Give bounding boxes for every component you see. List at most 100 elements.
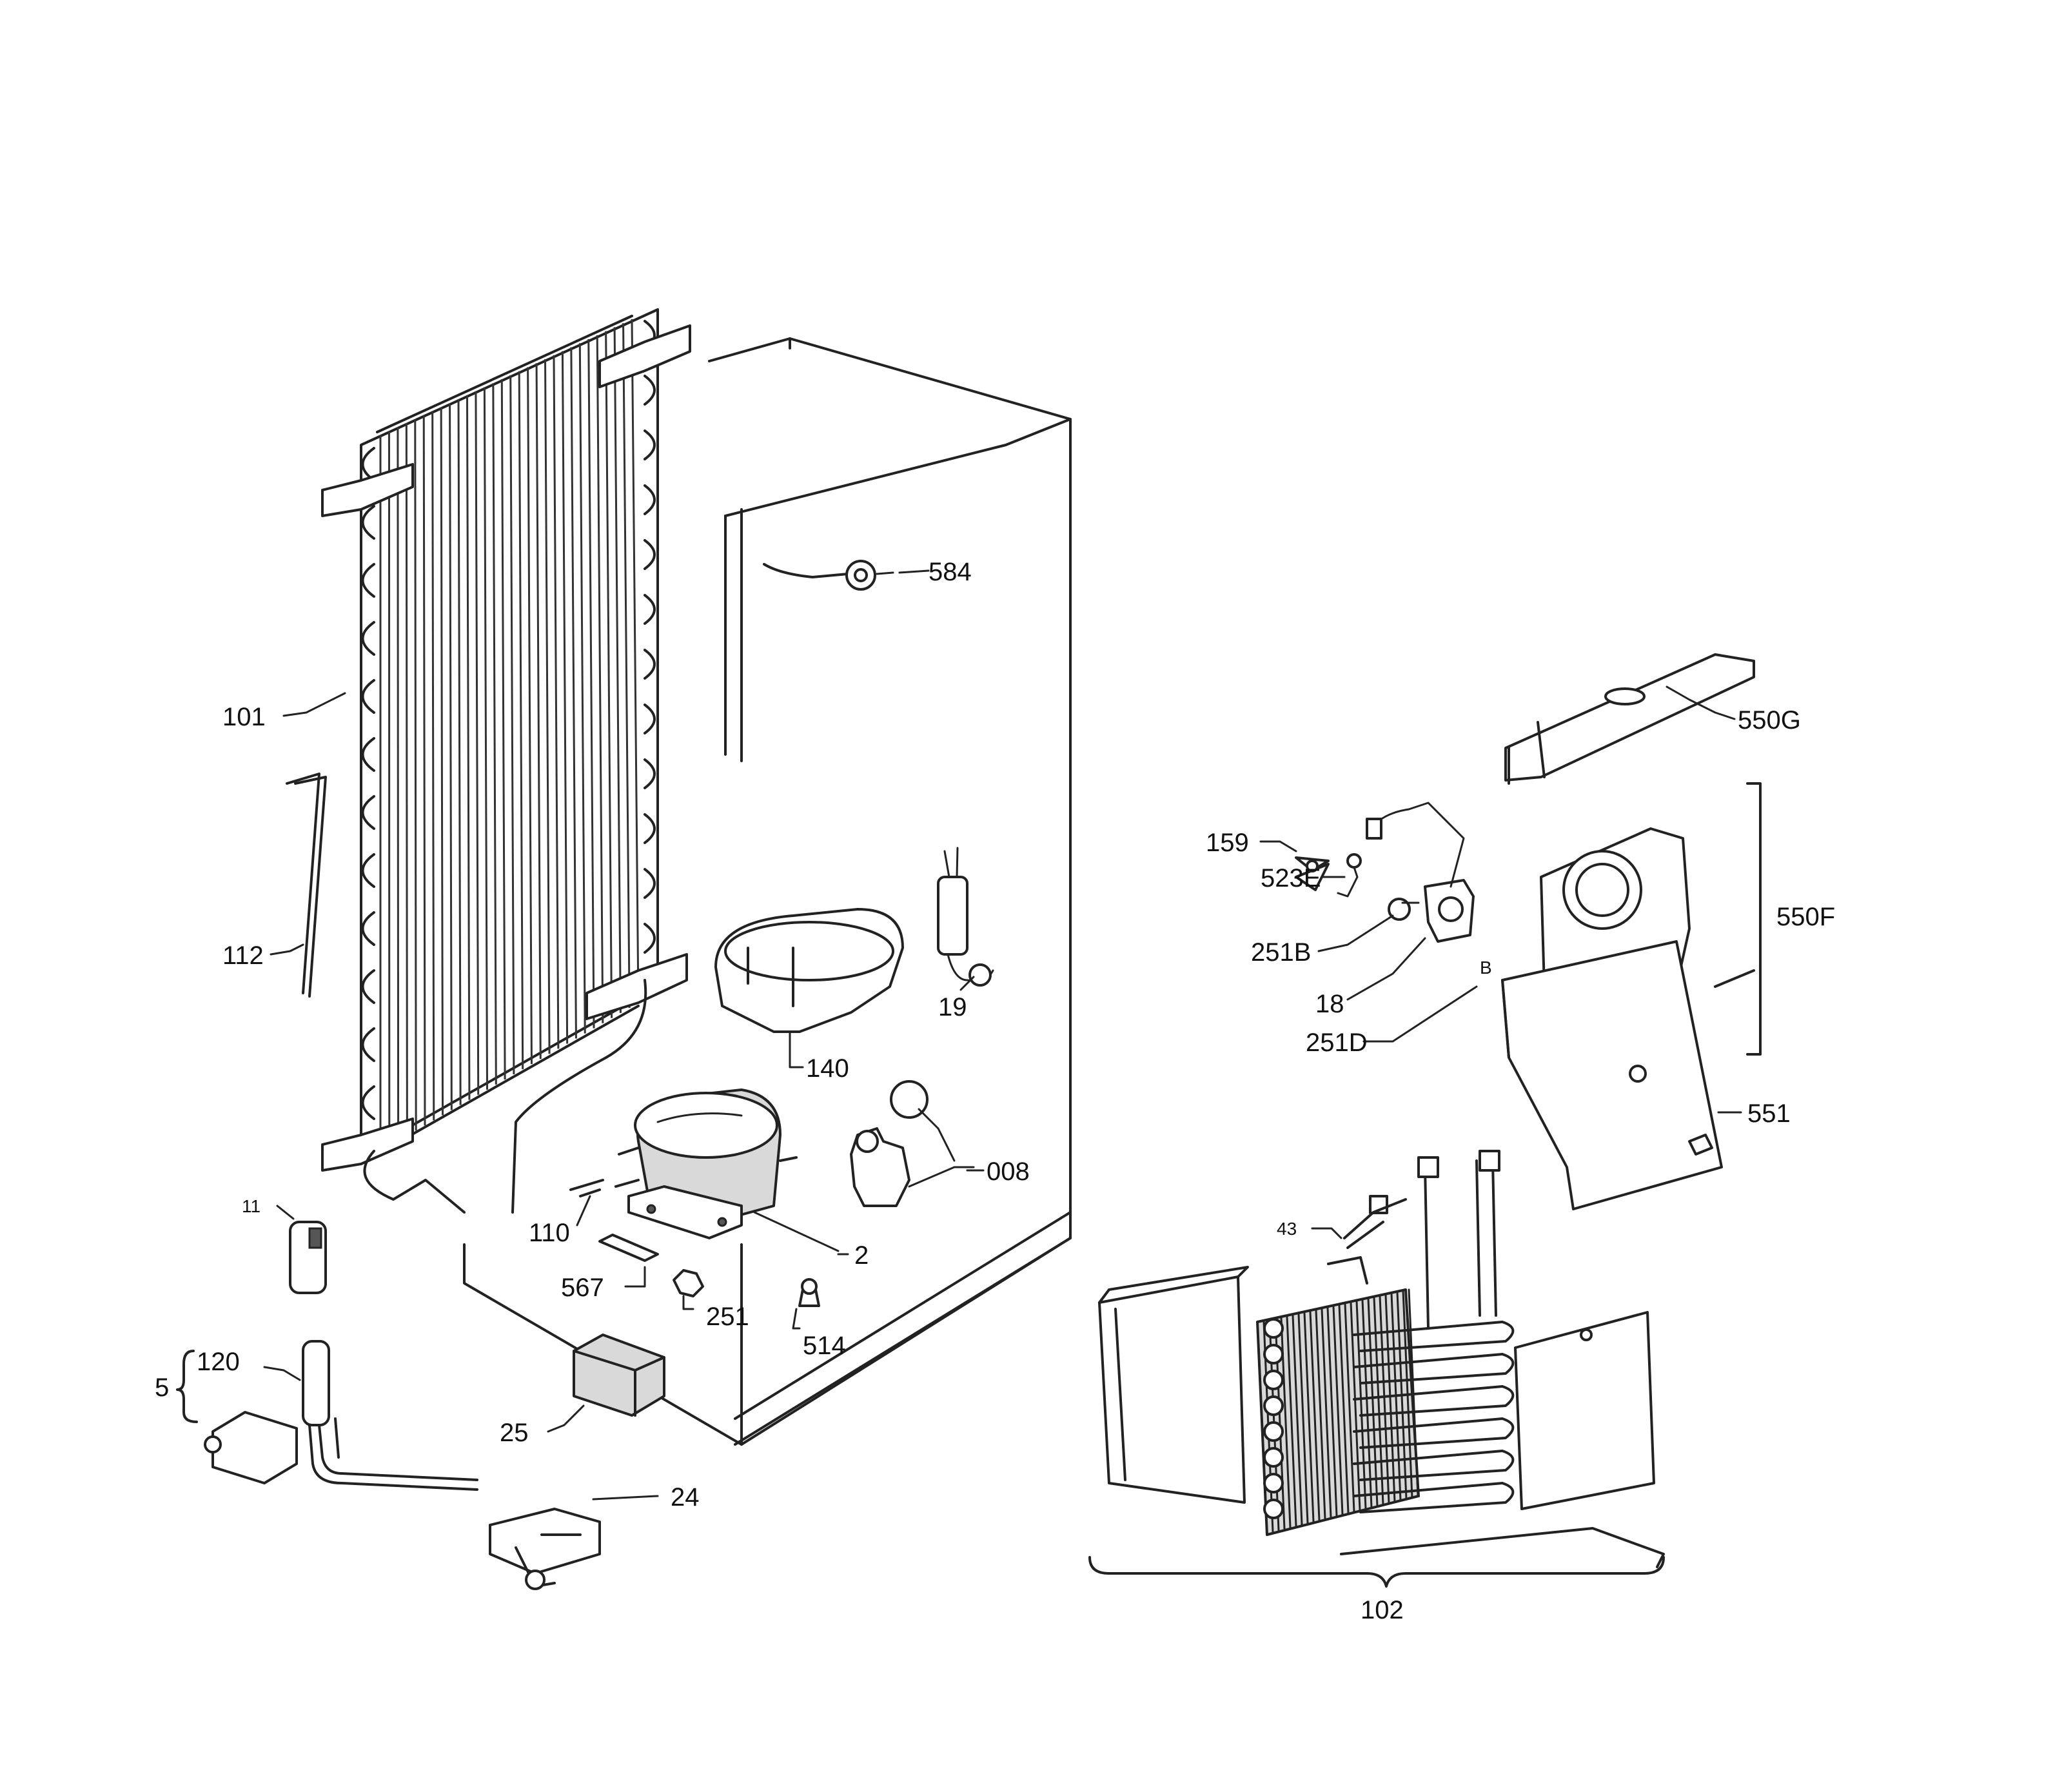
evaporator-heater-tube bbox=[1353, 1385, 1515, 1417]
condenser-wire bbox=[561, 351, 569, 1044]
label-251b: 251B bbox=[1251, 938, 1311, 967]
evaporator-heater-tube bbox=[1353, 1417, 1515, 1449]
evaporator-heater-tube bbox=[1353, 1450, 1515, 1481]
leader-lines bbox=[263, 569, 1742, 1501]
label-5: 5 bbox=[155, 1374, 169, 1402]
evaporator-fin bbox=[1326, 1306, 1338, 1517]
condenser-loop-left bbox=[361, 853, 375, 888]
part-102-evaporator bbox=[1088, 1150, 1665, 1588]
condenser-loop-right bbox=[644, 375, 656, 406]
label-102: 102 bbox=[1361, 1596, 1404, 1624]
evaporator-fin bbox=[1332, 1305, 1344, 1516]
part-008-starter-relay bbox=[850, 1080, 975, 1207]
evaporator-fin bbox=[1286, 1315, 1297, 1527]
label-11: 11 bbox=[242, 1196, 260, 1216]
label-251: 251 bbox=[706, 1303, 749, 1331]
condenser-wire bbox=[431, 411, 435, 1121]
evaporator-fin bbox=[1297, 1313, 1309, 1524]
cabinet-body bbox=[463, 337, 1072, 1446]
label-18: 18 bbox=[1315, 990, 1344, 1018]
label-43: 43 bbox=[1277, 1219, 1297, 1239]
brace-550f bbox=[1746, 782, 1762, 1056]
label-2: 2 bbox=[854, 1241, 869, 1270]
heat-exchanger-tube bbox=[286, 773, 327, 998]
condenser-loop-right bbox=[644, 484, 656, 515]
condenser-wire bbox=[492, 383, 497, 1085]
evaporator-tube-end bbox=[1263, 1318, 1284, 1339]
label-251d: 251D bbox=[1306, 1029, 1368, 1057]
condenser-wire bbox=[596, 335, 604, 1023]
label-550f: 550F bbox=[1776, 903, 1835, 931]
condenser-loop-left bbox=[361, 1027, 375, 1062]
condenser-wire bbox=[570, 347, 577, 1039]
condenser-wire bbox=[405, 423, 408, 1136]
evaporator-fin bbox=[1303, 1312, 1315, 1523]
part-584-hinge-pin bbox=[763, 560, 894, 591]
evaporator-heater-tube bbox=[1353, 1321, 1515, 1352]
condenser-loop-right bbox=[644, 649, 656, 680]
condenser-loop-left bbox=[361, 679, 375, 714]
condenser-wire bbox=[578, 343, 586, 1034]
label-159: 159 bbox=[1206, 829, 1249, 857]
label-25: 25 bbox=[500, 1419, 529, 1447]
condenser-loop-left bbox=[361, 621, 375, 656]
part-18-fan-motor bbox=[1366, 802, 1475, 943]
label-514: 514 bbox=[803, 1332, 846, 1360]
evaporator-heater-tube bbox=[1353, 1482, 1515, 1513]
evaporator-tube-end bbox=[1263, 1421, 1284, 1442]
condenser-wire bbox=[587, 339, 595, 1029]
condenser-loop-right bbox=[644, 594, 656, 625]
condenser-loop-right bbox=[644, 539, 656, 570]
condenser-wire bbox=[527, 367, 533, 1065]
evaporator-fin bbox=[1384, 1294, 1396, 1503]
evaporator-fin bbox=[1355, 1300, 1367, 1510]
condenser-loop-left bbox=[361, 911, 375, 946]
condenser-loop-left bbox=[361, 795, 375, 830]
condenser-wire bbox=[500, 379, 506, 1079]
evaporator-fin bbox=[1344, 1303, 1355, 1513]
part-550g-top-cover bbox=[1504, 653, 1755, 785]
condenser-wire bbox=[422, 415, 426, 1126]
label-550g: 550G bbox=[1738, 706, 1801, 734]
evaporator-fin bbox=[1315, 1309, 1326, 1520]
brace-5 bbox=[176, 1350, 198, 1423]
label-523e: 523E bbox=[1261, 864, 1321, 892]
evaporator-tube-end bbox=[1263, 1499, 1284, 1519]
condenser-wire bbox=[631, 319, 640, 1003]
part-514-clip bbox=[798, 1278, 820, 1307]
part-551-screw bbox=[1688, 1134, 1713, 1156]
condenser-loop-left bbox=[361, 969, 375, 1004]
part-labels: 584 101 112 140 19 008 110 2 567 251 514… bbox=[155, 558, 1835, 1624]
condenser-wire bbox=[605, 331, 613, 1018]
evaporator-heater-tube bbox=[1353, 1353, 1515, 1384]
part-140-drain-pan bbox=[714, 908, 904, 1068]
label-24: 24 bbox=[671, 1483, 700, 1511]
label-b: B bbox=[1480, 958, 1492, 978]
condenser-loop-right bbox=[644, 868, 656, 899]
condenser-loop-right bbox=[644, 758, 656, 789]
condenser-wire bbox=[544, 359, 551, 1054]
part-567-grommet bbox=[598, 1234, 659, 1262]
condenser-loop-right bbox=[644, 923, 656, 954]
condenser-wire bbox=[509, 375, 515, 1075]
part-24-mounting-bracket bbox=[489, 1508, 601, 1590]
condenser-wire bbox=[613, 327, 622, 1013]
part-5-solenoid-valve-assembly bbox=[204, 1340, 478, 1491]
evaporator-tube-end bbox=[1263, 1395, 1284, 1416]
evaporator-fin bbox=[1321, 1308, 1332, 1519]
condenser-wire bbox=[457, 399, 462, 1105]
part-251-nut bbox=[673, 1269, 704, 1297]
evaporator-fin bbox=[1338, 1304, 1350, 1514]
condenser-loop-left bbox=[361, 1085, 375, 1120]
condenser-wire bbox=[622, 323, 631, 1008]
evaporator-fin bbox=[1292, 1314, 1303, 1526]
condenser-wire bbox=[466, 395, 471, 1100]
label-19: 19 bbox=[938, 993, 967, 1021]
leader-550f-lower bbox=[1714, 969, 1755, 988]
label-567: 567 bbox=[561, 1274, 604, 1302]
condenser-loop-right bbox=[644, 704, 656, 734]
condenser-wire bbox=[440, 407, 444, 1116]
part-251b-grommet bbox=[1388, 898, 1411, 921]
part-19-defrost-heater bbox=[937, 847, 994, 991]
